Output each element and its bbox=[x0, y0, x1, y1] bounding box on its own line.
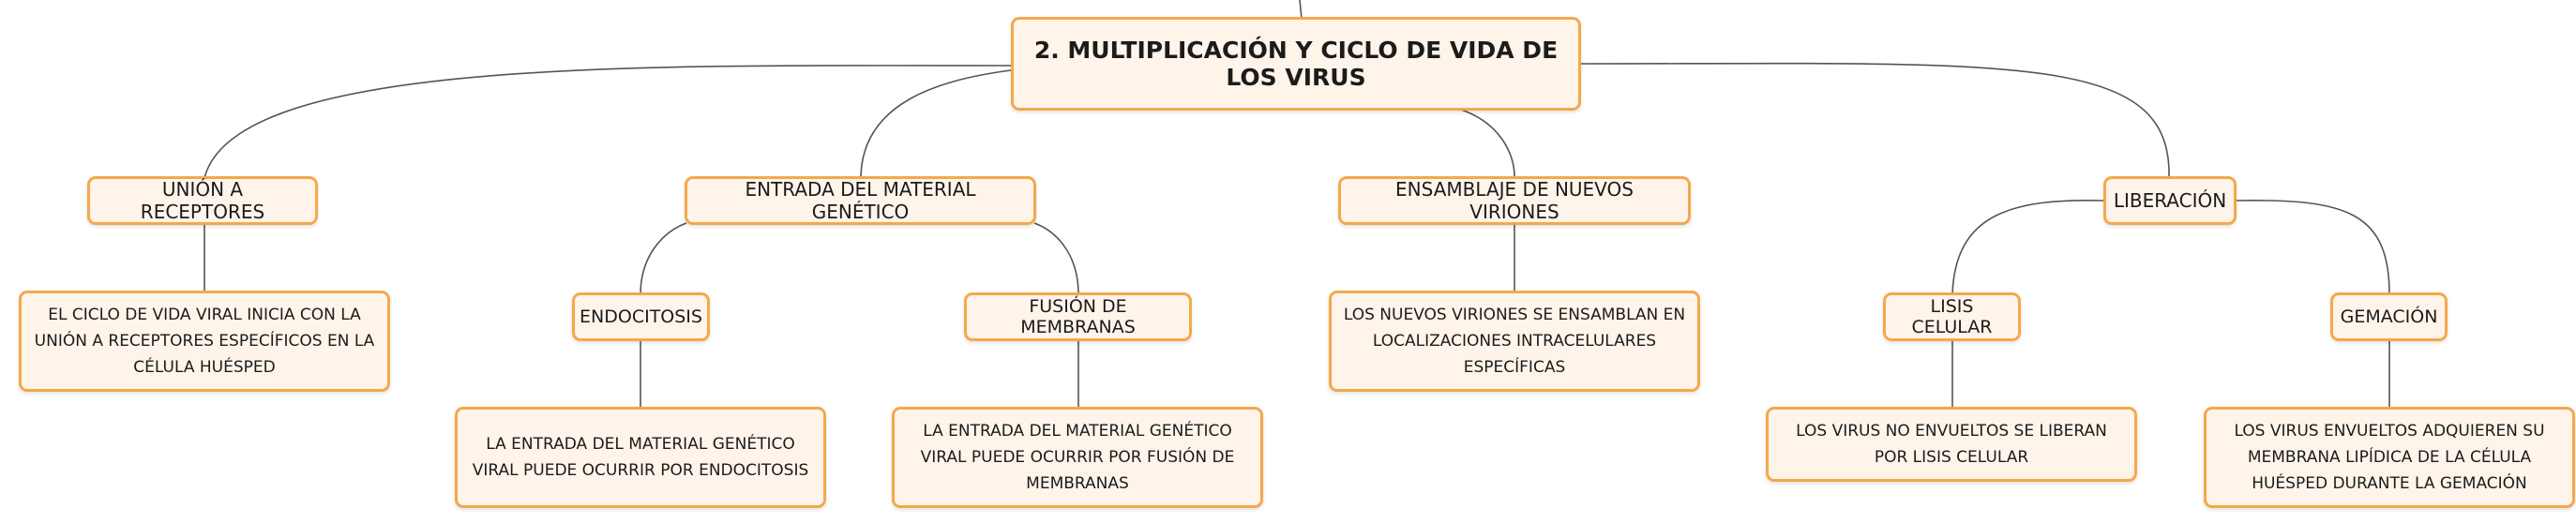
connector-entrada-endocitosis bbox=[640, 222, 687, 295]
connector-root-entrada bbox=[860, 69, 1012, 177]
topic-ensamblaje-viriones[interactable]: ENSAMBLAJE DE NUEVOS VIRIONES bbox=[1338, 176, 1691, 225]
subtopic-endocitosis[interactable]: ENDOCITOSIS bbox=[572, 292, 710, 341]
detail-endocitosis[interactable]: LA ENTRADA DEL MATERIAL GENÉTICO VIRAL P… bbox=[455, 407, 826, 508]
detail-union-receptores[interactable]: EL CICLO DE VIDA VIRAL INICIA CON LA UNI… bbox=[19, 291, 390, 392]
detail-gemacion[interactable]: LOS VIRUS ENVUELTOS ADQUIEREN SU MEMBRAN… bbox=[2204, 407, 2575, 508]
subtopic-label: ENDOCITOSIS bbox=[580, 306, 702, 327]
subtopic-lisis-celular[interactable]: LISIS CELULAR bbox=[1883, 292, 2021, 341]
topic-entrada-material-genetico[interactable]: ENTRADA DEL MATERIAL GENÉTICO bbox=[685, 176, 1036, 225]
detail-text: LOS VIRUS NO ENVUELTOS SE LIBERAN POR LI… bbox=[1796, 422, 2107, 467]
detail-text: LOS NUEVOS VIRIONES SE ENSAMBLAN EN LOCA… bbox=[1343, 306, 1686, 377]
connector-root-liberacion bbox=[1579, 62, 2170, 177]
root-topic-label: 2. MULTIPLICACIÓN Y CICLO DE VIDA DE LOS… bbox=[1033, 37, 1559, 91]
topic-liberacion[interactable]: LIBERACIÓN bbox=[2103, 176, 2237, 225]
subtopic-fusion-membranas[interactable]: FUSIÓN DE MEMBRANAS bbox=[964, 292, 1192, 341]
subtopic-gemacion[interactable]: GEMACIÓN bbox=[2330, 292, 2448, 341]
root-topic[interactable]: 2. MULTIPLICACIÓN Y CICLO DE VIDA DE LOS… bbox=[1011, 17, 1581, 111]
topic-label: UNIÓN A RECEPTORES bbox=[140, 178, 265, 223]
subtopic-label: LISIS CELULAR bbox=[1911, 296, 1993, 337]
detail-text: EL CICLO DE VIDA VIRAL INICIA CON LA UNI… bbox=[34, 306, 375, 377]
topic-label: LIBERACIÓN bbox=[2113, 189, 2227, 212]
subtopic-label: FUSIÓN DE MEMBRANAS bbox=[1020, 296, 1136, 337]
detail-fusion-membranas[interactable]: LA ENTRADA DEL MATERIAL GENÉTICO VIRAL P… bbox=[892, 407, 1263, 508]
topic-label: ENSAMBLAJE DE NUEVOS VIRIONES bbox=[1395, 178, 1634, 223]
detail-lisis-celular[interactable]: LOS VIRUS NO ENVUELTOS SE LIBERAN POR LI… bbox=[1766, 407, 2137, 482]
topic-label: ENTRADA DEL MATERIAL GENÉTICO bbox=[745, 178, 976, 223]
detail-text: LA ENTRADA DEL MATERIAL GENÉTICO VIRAL P… bbox=[920, 422, 1235, 493]
connector-root-union bbox=[203, 65, 1012, 179]
connector-entrada-fusion bbox=[1033, 222, 1079, 295]
connector-liberacion-lisis bbox=[1951, 200, 2104, 295]
connector-root-ensamblaje bbox=[1457, 108, 1515, 177]
detail-ensamblaje-viriones[interactable]: LOS NUEVOS VIRIONES SE ENSAMBLAN EN LOCA… bbox=[1329, 291, 1700, 392]
connector-liberacion-gemacion bbox=[2236, 200, 2390, 295]
subtopic-label: GEMACIÓN bbox=[2340, 306, 2438, 327]
connector-root-parent bbox=[1299, 0, 1303, 20]
detail-text: LA ENTRADA DEL MATERIAL GENÉTICO VIRAL P… bbox=[472, 435, 809, 480]
detail-text: LOS VIRUS ENVUELTOS ADQUIEREN SU MEMBRAN… bbox=[2234, 422, 2545, 493]
topic-union-receptores[interactable]: UNIÓN A RECEPTORES bbox=[87, 176, 318, 225]
